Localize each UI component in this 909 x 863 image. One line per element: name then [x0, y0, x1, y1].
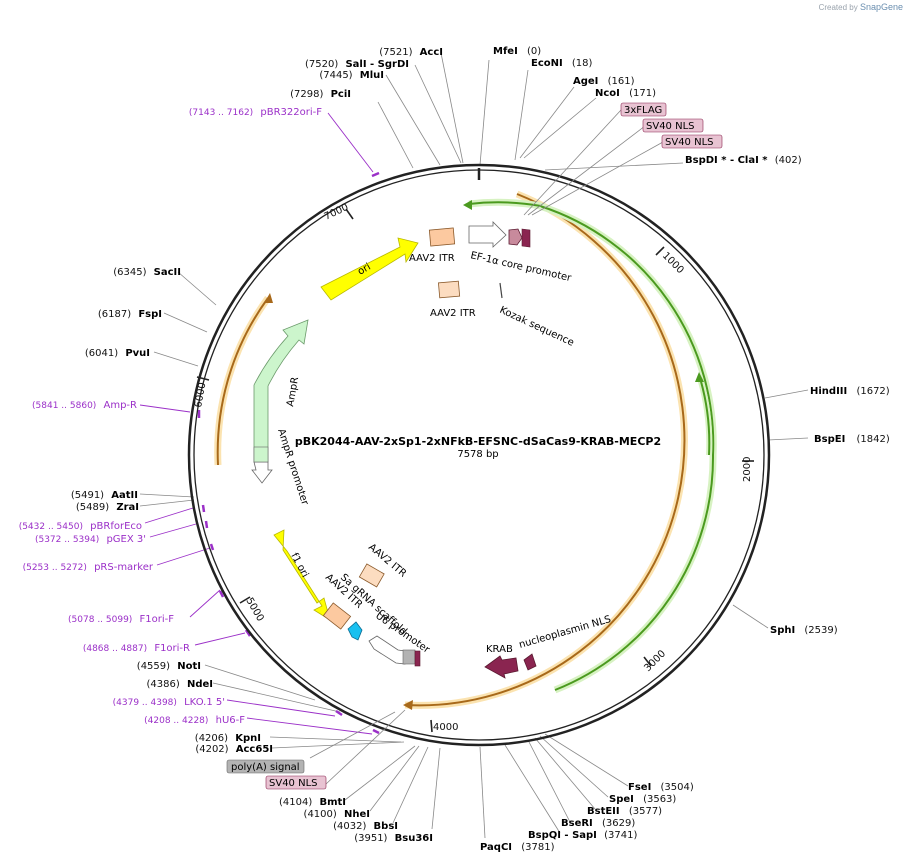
- enzyme-bspdi-clai: BspDI * - ClaI * (402): [685, 155, 802, 166]
- f1ori-label: f1 ori: [288, 551, 310, 579]
- primer-labels: (7143 .. 7162) pBR322ori-F (5841 .. 5860…: [19, 107, 323, 726]
- ef1a-promoter-label: EF-1α core promoter: [469, 250, 573, 284]
- tick-label-2000: 2000: [742, 457, 753, 482]
- plasmid-name: pBK2044-AAV-2xSp1-2xNFkB-EFSNC-dSaCas9-K…: [295, 435, 661, 448]
- plasmid-size: 7578 bp: [457, 449, 498, 460]
- u6-feature-arrow: [347, 621, 363, 641]
- kozak-label: Kozak sequence: [498, 305, 576, 349]
- aav2-itr-bot1-box: [358, 563, 385, 588]
- primer-pgex3: (5372 .. 5394) pGEX 3': [35, 534, 146, 545]
- kozak-mark: [499, 282, 503, 299]
- enzyme-pvui: (6041) PvuI: [85, 348, 150, 359]
- primer-amp-r: (5841 .. 5860) Amp-R: [32, 400, 137, 411]
- box-sv40-nls-1-label: SV40 NLS: [646, 121, 695, 132]
- tick-labels: 1000 2000 3000 4000 5000 6000 7000: [193, 202, 753, 733]
- u6-promoter-arrow: [368, 635, 406, 665]
- tick-label-6000: 6000: [193, 382, 208, 409]
- box-sv40-nls-1: [642, 118, 704, 133]
- enzyme-fsei: FseI (3504): [628, 782, 694, 793]
- box-sv40-nls-3-label: SV40 NLS: [269, 778, 318, 789]
- aav2-itr-top-box: [428, 227, 456, 247]
- primer-marks: [197, 171, 380, 735]
- enzyme-fspi: (6187) FspI: [98, 309, 162, 320]
- enzyme-mlui: (7445) MluI: [319, 70, 384, 81]
- enzyme-aatii: (5491) AatII: [71, 490, 138, 501]
- f1ori-feature-arrow: [273, 529, 331, 621]
- ori-feature-arrow: [320, 237, 419, 301]
- box-sv40-nls-2: [661, 134, 723, 149]
- enzyme-nhei: (4100) NheI: [304, 809, 370, 820]
- enzyme-bbsi: (4032) BbsI: [333, 821, 398, 832]
- tick-marks: [196, 208, 754, 733]
- tick-label-3000: 3000: [642, 648, 668, 674]
- tick-label-7000: 7000: [323, 202, 351, 223]
- box-sv40-nls-3: [265, 775, 327, 790]
- enzyme-ndei: (4386) NdeI: [147, 679, 213, 690]
- primer-pbr322ori-f: (7143 .. 7162) pBR322ori-F: [189, 107, 322, 118]
- green-cds-arc: [463, 198, 717, 694]
- primer-f1ori-r: (4868 .. 4887) F1ori-R: [83, 643, 190, 654]
- ampr-promoter-arrow: [251, 461, 273, 484]
- orange-cds-arc: [403, 190, 688, 710]
- ef1a-promoter-arrow: [468, 221, 507, 248]
- primer-lko1-5: (4379 .. 4398) LKO.1 5': [113, 697, 225, 708]
- enzyme-econi: EcoNI (18): [531, 58, 593, 69]
- boxed-feature-labels: 3xFLAG SV40 NLS SV40 NLS poly(A) signal …: [226, 102, 723, 790]
- orange-left-arc: [214, 293, 273, 466]
- nls-small-box: [414, 650, 421, 667]
- ampr-promoter-box: [253, 446, 269, 463]
- ampr-label: AmpR: [285, 376, 301, 407]
- enzyme-sali-sgrdi: (7520) SalI - SgrDI: [305, 59, 409, 70]
- aav2-itr-top2-label: AAV2 ITR: [430, 308, 476, 319]
- enzyme-pcii: (7298) PciI: [290, 89, 351, 100]
- flag-feature-mark: [508, 228, 523, 246]
- backbone-ring: [187, 163, 771, 747]
- enzyme-acc65i: (4202) Acc65I: [195, 744, 273, 755]
- primer-leader-lines: [139, 112, 374, 735]
- polya-small-box: [402, 649, 416, 665]
- tick-label-4000: 4000: [433, 722, 458, 733]
- enzyme-noti: (4559) NotI: [137, 661, 201, 672]
- primer-hu6-f: (4208 .. 4228) hU6-F: [144, 715, 245, 726]
- enzyme-hindiii: HindIII (1672): [810, 386, 890, 397]
- aav2-itr-top2-box: [437, 280, 461, 299]
- enzyme-kpni: (4206) KpnI: [195, 733, 261, 744]
- nls-feature-mark: [521, 228, 531, 248]
- enzyme-sphi: SphI (2539): [770, 625, 838, 636]
- enzyme-paqci: PaqCI (3781): [480, 842, 555, 853]
- nucleoplasmin-nls-mark: [523, 653, 537, 671]
- box-3xflag: [620, 102, 667, 117]
- feature-leader-lines: [309, 109, 664, 785]
- primer-pbrforeco: (5432 .. 5450) pBRforEco: [19, 521, 142, 532]
- enzyme-agei: AgeI (161): [573, 76, 635, 87]
- enzyme-bsu36i: (3951) Bsu36I: [354, 833, 433, 844]
- aav2-itr-bot2-box: [322, 602, 352, 630]
- snapgene-logo: SnapGene: [859, 2, 903, 12]
- snapgene-credit: Created by SnapGene: [818, 2, 903, 12]
- enzyme-bspei: BspEI (1842): [814, 434, 890, 445]
- enzyme-mfei: MfeI (0): [493, 46, 541, 57]
- aav2-itr-top-label: AAV2 ITR: [409, 253, 455, 264]
- enzyme-acci: (7521) AccI: [379, 47, 443, 58]
- enzyme-sacii: (6345) SacII: [113, 267, 181, 278]
- box-3xflag-label: 3xFLAG: [624, 105, 662, 116]
- krab-label: KRAB: [486, 644, 513, 655]
- box-sv40-nls-2-label: SV40 NLS: [665, 137, 714, 148]
- enzyme-bseri: BseRI (3629): [561, 818, 635, 829]
- enzyme-bmti: (4104) BmtI: [279, 797, 346, 808]
- box-polya: [226, 759, 305, 774]
- enzyme-ncoi: NcoI (171): [595, 88, 656, 99]
- box-polya-label: poly(A) signal: [231, 762, 300, 773]
- primer-prs-marker: (5253 .. 5272) pRS-marker: [23, 562, 154, 573]
- enzyme-bspqi-sapi: BspQI - SapI (3741): [528, 830, 637, 841]
- primer-f1ori-f: (5078 .. 5099) F1ori-F: [68, 614, 174, 625]
- enzyme-bsteii: BstEII (3577): [587, 806, 662, 817]
- enzyme-zrai: (5489) ZraI: [76, 502, 139, 513]
- ampr-feature-arrow: [253, 319, 309, 463]
- enzyme-leader-lines: [139, 52, 809, 839]
- enzyme-labels: MfeI (0) EcoNI (18) AgeI (161) NcoI (171…: [71, 46, 890, 853]
- enzyme-spei: SpeI (3563): [609, 794, 676, 805]
- krab-feature-arrow: [484, 655, 519, 679]
